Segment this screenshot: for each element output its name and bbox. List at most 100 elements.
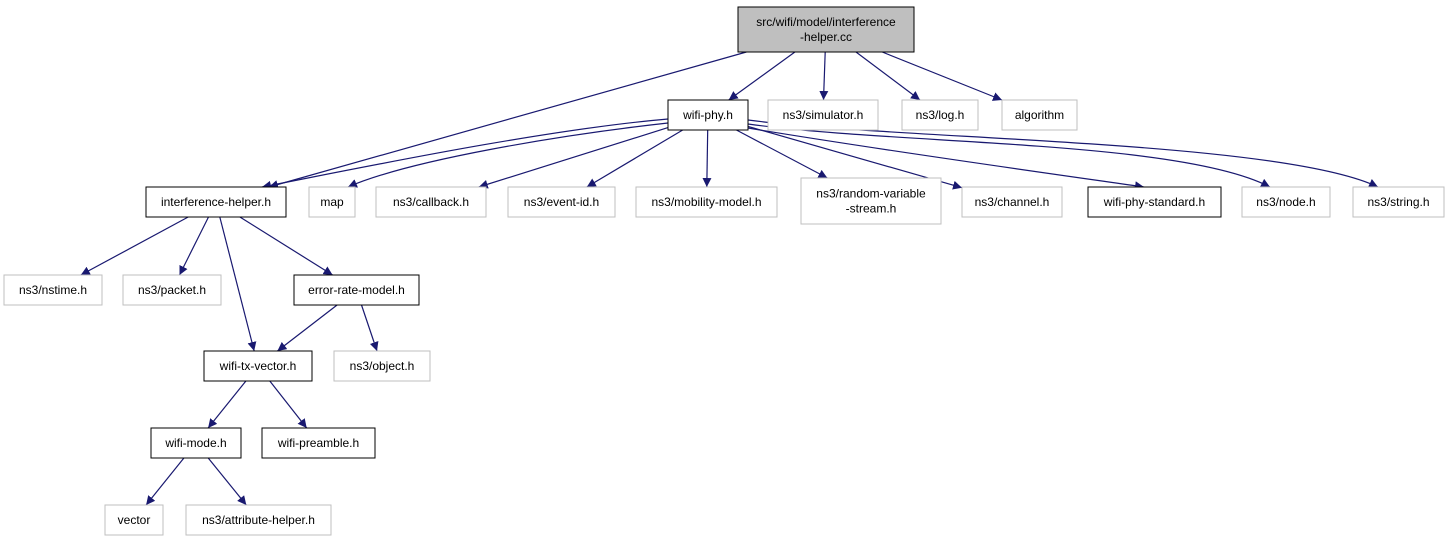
node-label: wifi-tx-vector.h bbox=[219, 359, 297, 373]
edge-wifi-tx-vector-to-wifi-preamble bbox=[269, 380, 308, 429]
node-box bbox=[901, 99, 979, 131]
edge-wifi-phy-to-node bbox=[747, 123, 1271, 188]
edge-root-to-interference-helper bbox=[268, 51, 747, 189]
edges-layer bbox=[80, 51, 1379, 506]
node-label: -helper.cc bbox=[800, 30, 852, 44]
node-label: ns3/mobility-model.h bbox=[651, 195, 761, 209]
edge-interference-helper-to-wifi-tx-vector bbox=[219, 216, 257, 352]
node-box bbox=[635, 186, 778, 218]
node-box bbox=[507, 186, 616, 218]
node-label: ns3/string.h bbox=[1367, 195, 1429, 209]
node-label: ns3/random-variable bbox=[816, 187, 926, 201]
node-label: ns3/channel.h bbox=[975, 195, 1050, 209]
node-object: ns3/object.h bbox=[333, 350, 431, 382]
node-algorithm: algorithm bbox=[1001, 99, 1078, 131]
node-node: ns3/node.h bbox=[1241, 186, 1331, 218]
edge-wifi-phy-to-random-variable bbox=[736, 129, 828, 179]
node-box bbox=[122, 274, 222, 306]
node-simulator: ns3/simulator.h bbox=[767, 99, 879, 131]
node-box bbox=[3, 274, 103, 306]
node-box bbox=[185, 504, 332, 536]
node-box bbox=[145, 186, 287, 218]
node-label: ns3/node.h bbox=[1256, 195, 1315, 209]
edge-wifi-mode-to-vector bbox=[145, 457, 185, 506]
node-label: src/wifi/model/interference bbox=[756, 15, 896, 29]
node-label: wifi-mode.h bbox=[164, 436, 226, 450]
node-attribute-helper: ns3/attribute-helper.h bbox=[185, 504, 332, 536]
edge-wifi-phy-to-mobility-model bbox=[702, 129, 712, 188]
node-label: ns3/attribute-helper.h bbox=[202, 513, 315, 527]
node-random-variable: ns3/random-variable-stream.h bbox=[800, 177, 942, 225]
node-channel: ns3/channel.h bbox=[961, 186, 1063, 218]
edge-interference-helper-to-packet bbox=[178, 216, 210, 276]
node-box bbox=[767, 99, 879, 131]
edge-root-to-wifi-phy bbox=[728, 51, 796, 101]
node-string: ns3/string.h bbox=[1352, 186, 1445, 218]
edge-interference-helper-to-error-rate-model bbox=[239, 216, 333, 276]
node-root[interactable]: src/wifi/model/interference-helper.cc bbox=[737, 6, 915, 53]
edge-wifi-mode-to-attribute-helper bbox=[207, 457, 247, 506]
node-wifi-phy-standard[interactable]: wifi-phy-standard.h bbox=[1087, 186, 1222, 218]
node-label: algorithm bbox=[1015, 108, 1064, 122]
edge-root-to-simulator bbox=[819, 51, 829, 101]
edge-wifi-phy-to-event-id bbox=[586, 129, 684, 188]
node-nstime: ns3/nstime.h bbox=[3, 274, 103, 306]
node-label: ns3/packet.h bbox=[138, 283, 206, 297]
node-box bbox=[1087, 186, 1222, 218]
edge-root-to-algorithm bbox=[881, 51, 1003, 101]
node-mobility-model: ns3/mobility-model.h bbox=[635, 186, 778, 218]
node-box bbox=[293, 274, 420, 306]
node-label: ns3/callback.h bbox=[393, 195, 469, 209]
edge-interference-helper-to-nstime bbox=[80, 216, 189, 276]
nodes-layer: src/wifi/model/interference-helper.cc wif… bbox=[3, 6, 1445, 536]
node-box bbox=[961, 186, 1063, 218]
node-wifi-phy[interactable]: wifi-phy.h bbox=[667, 99, 749, 131]
node-label: ns3/log.h bbox=[916, 108, 965, 122]
node-box bbox=[261, 427, 376, 459]
node-box bbox=[737, 6, 915, 53]
node-label: ns3/object.h bbox=[350, 359, 415, 373]
edge-error-rate-model-to-object bbox=[360, 304, 379, 352]
node-box bbox=[308, 186, 356, 218]
node-label: wifi-phy-standard.h bbox=[1103, 195, 1205, 209]
node-wifi-mode[interactable]: wifi-mode.h bbox=[150, 427, 242, 459]
node-label: -stream.h bbox=[846, 202, 897, 216]
node-wifi-preamble[interactable]: wifi-preamble.h bbox=[261, 427, 376, 459]
node-box bbox=[333, 350, 431, 382]
edge-wifi-phy-to-map bbox=[347, 122, 669, 188]
node-box bbox=[1352, 186, 1445, 218]
edge-root-to-log bbox=[855, 51, 921, 101]
edge-wifi-phy-to-callback bbox=[478, 127, 669, 189]
node-vector: vector bbox=[104, 504, 164, 536]
node-label: wifi-preamble.h bbox=[277, 436, 359, 450]
edge-wifi-tx-vector-to-wifi-mode bbox=[207, 380, 247, 429]
node-log: ns3/log.h bbox=[901, 99, 979, 131]
node-label: interference-helper.h bbox=[161, 195, 271, 209]
node-callback: ns3/callback.h bbox=[375, 186, 487, 218]
node-label: ns3/nstime.h bbox=[19, 283, 87, 297]
node-label: vector bbox=[118, 513, 151, 527]
node-map: map bbox=[308, 186, 356, 218]
node-packet: ns3/packet.h bbox=[122, 274, 222, 306]
node-label: ns3/event-id.h bbox=[524, 195, 599, 209]
node-box bbox=[203, 350, 313, 382]
edge-wifi-phy-to-wifi-phy-standard bbox=[747, 127, 1145, 191]
node-box bbox=[150, 427, 242, 459]
node-label: error-rate-model.h bbox=[308, 283, 405, 297]
node-interference-helper[interactable]: interference-helper.h bbox=[145, 186, 287, 218]
node-label: wifi-phy.h bbox=[682, 108, 733, 122]
node-event-id: ns3/event-id.h bbox=[507, 186, 616, 218]
node-box bbox=[375, 186, 487, 218]
node-box bbox=[104, 504, 164, 536]
edge-wifi-phy-to-channel bbox=[747, 125, 963, 190]
node-error-rate-model[interactable]: error-rate-model.h bbox=[293, 274, 420, 306]
node-box bbox=[667, 99, 749, 131]
node-box bbox=[1241, 186, 1331, 218]
node-box bbox=[800, 177, 942, 225]
node-label: map bbox=[320, 195, 344, 209]
edge-wifi-phy-to-interference-helper bbox=[261, 118, 669, 190]
node-label: ns3/simulator.h bbox=[783, 108, 864, 122]
node-box bbox=[1001, 99, 1078, 131]
node-wifi-tx-vector[interactable]: wifi-tx-vector.h bbox=[203, 350, 313, 382]
